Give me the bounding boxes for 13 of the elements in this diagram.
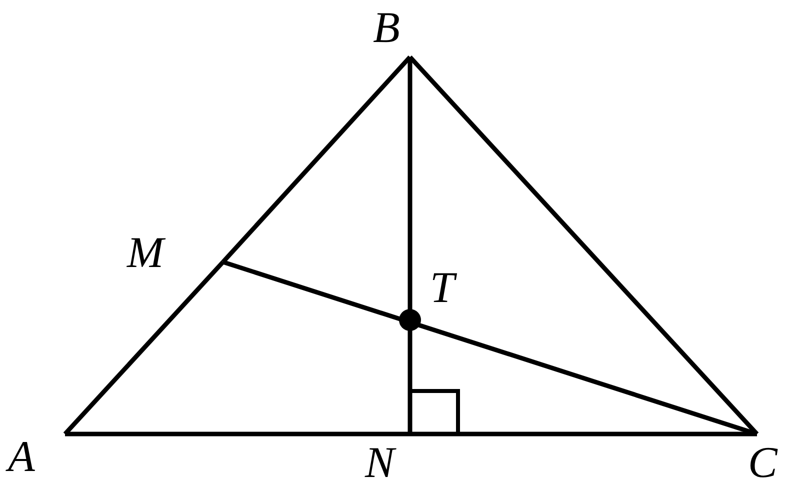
point-label: A	[4, 435, 41, 483]
point-label: C	[744, 441, 784, 489]
point-label: N	[361, 441, 400, 489]
line-segment	[222, 260, 758, 436]
point-label: B	[369, 6, 406, 54]
line-segment	[63, 260, 225, 436]
line-segment	[65, 432, 410, 436]
point-label: M	[123, 231, 170, 279]
line-segment	[221, 55, 412, 264]
point-label: T	[426, 266, 460, 314]
line-segment	[410, 432, 757, 436]
line-segment	[408, 57, 412, 434]
line-segment	[408, 55, 759, 436]
